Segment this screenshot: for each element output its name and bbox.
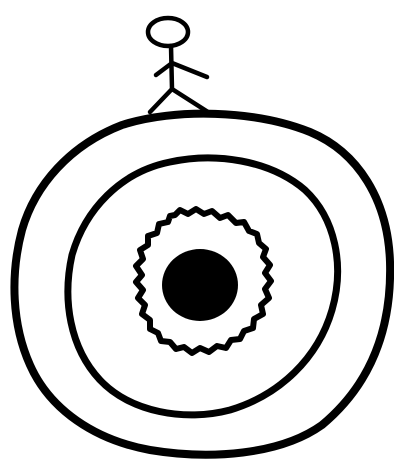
stick-figure-arms — [156, 63, 207, 77]
stick-figure-head — [148, 18, 188, 46]
stick-figure-body — [171, 46, 172, 89]
center-dot — [162, 249, 238, 321]
stick-figure-person — [148, 18, 208, 112]
stick-figure-legs — [150, 89, 208, 112]
